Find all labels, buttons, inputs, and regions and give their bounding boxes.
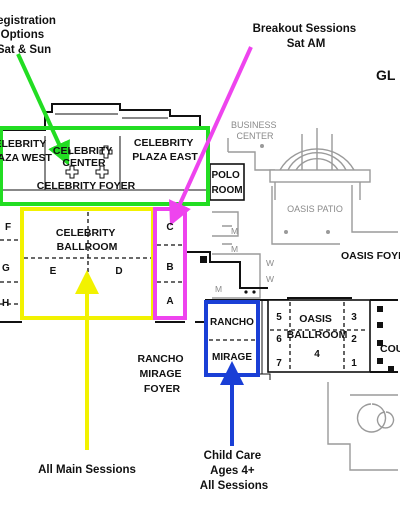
- svg-text:CELEBRITY PLAZA EAST: CELEBRITY PLAZA EAST: [132, 137, 198, 163]
- section-b: B: [166, 262, 173, 273]
- oasis-section-6: 6: [276, 334, 282, 345]
- plaza-east-line-2: PLAZA EAST: [132, 151, 198, 163]
- svg-text:Breakout Sessions Sat AM: Breakout Sessions Sat AM: [253, 23, 360, 50]
- registration-arrow: [16, 53, 70, 166]
- labels: GL Registration Options Sat & Sun Breako…: [0, 15, 400, 492]
- child-care-line-3: All Sessions: [200, 480, 268, 492]
- ballroom-line-2: BALLROOM: [57, 241, 118, 253]
- registration-line-2: Options: [1, 29, 44, 41]
- section-e: E: [50, 266, 57, 277]
- restroom-w-2: W: [266, 274, 274, 284]
- courtyard-pillars: [377, 306, 394, 372]
- registration-line-1: Registration: [0, 15, 56, 27]
- registration-line-3: Sat & Sun: [0, 44, 51, 56]
- restroom-m-2: M: [231, 244, 238, 254]
- celebrity-foyer-label: CELEBRITY FOYER: [37, 180, 136, 192]
- rancho-mirage-bottom-label: MIRAGE: [212, 352, 252, 363]
- business-line-1: BUSINESS: [231, 120, 277, 130]
- floor-walls: [0, 103, 398, 380]
- svg-text:CELEBRITY BALLROOM: CELEBRITY BALLROOM: [56, 227, 118, 253]
- oasis-courtyard-label: COU: [380, 343, 400, 355]
- foyer-line-2: MIRAGE: [140, 368, 182, 380]
- breakout-line-2: Sat AM: [287, 38, 326, 50]
- plaza-west-line-2: PLAZA WEST: [0, 152, 53, 164]
- section-f: F: [5, 222, 11, 233]
- foyer-line-3: FOYER: [144, 383, 181, 395]
- page-title-fragment: GL: [376, 67, 396, 83]
- restroom-m-1: M: [231, 226, 238, 236]
- plaza-east-line-1: CELEBRITY: [134, 137, 194, 149]
- oasis-section-7: 7: [276, 358, 282, 369]
- grey-structures: [212, 128, 398, 471]
- oasis-foyer-label: OASIS FOYER: [341, 250, 400, 262]
- polo-line-1: POLO: [211, 170, 240, 181]
- svg-text:RANCHO MIRAGE FOYE: RANCHO MIRAGE FOYER: [137, 353, 186, 395]
- plaza-center-line-1: CELEBRITY: [53, 145, 113, 157]
- restroom-m-3: M: [215, 284, 222, 294]
- plaza-center-line-2: CENTER: [62, 157, 106, 169]
- child-care-line-2: Ages 4+: [210, 465, 255, 477]
- oasis-section-1: 1: [351, 358, 357, 369]
- oasis-section-4: 4: [314, 349, 320, 360]
- svg-text:Child Care Ages 4+: Child Care Ages 4+ All Sessions: [200, 450, 268, 492]
- plaza-west-line-1: CELEBRITY: [0, 138, 46, 150]
- svg-text:BUSINESS CENTER: BUSINESS CENTER: [231, 120, 279, 141]
- breakout-arrow: [169, 46, 253, 226]
- polo-line-2: ROOM: [211, 185, 242, 196]
- svg-text:OASIS BALLROOM: OASIS BALLROOM: [287, 313, 348, 341]
- svg-text:Registration Options: Registration Options Sat & Sun: [0, 15, 59, 56]
- celebrity-plaza-highlight: [0, 126, 210, 206]
- oasis-ballroom-line-1: OASIS: [299, 313, 332, 325]
- rancho-mirage-room: [204, 300, 260, 377]
- breakout-line-1: Breakout Sessions: [253, 23, 357, 35]
- main-sessions-label: All Main Sessions: [38, 464, 136, 476]
- rancho-mirage-top-label: RANCHO: [210, 317, 254, 328]
- restroom-w-1: W: [266, 258, 274, 268]
- oasis-section-2: 2: [351, 334, 357, 345]
- oasis-patio-label: OASIS PATIO: [287, 204, 343, 214]
- oasis-section-3: 3: [351, 312, 357, 323]
- oasis-section-5: 5: [276, 312, 282, 323]
- child-care-line-1: Child Care: [204, 450, 262, 462]
- section-h: H: [2, 298, 9, 309]
- svg-text:CELEBRITY CENTER: CELEBRITY CENTER: [53, 145, 115, 169]
- ballroom-line-1: CELEBRITY: [56, 227, 116, 239]
- section-d: D: [115, 266, 122, 277]
- section-g: G: [2, 263, 10, 274]
- section-c: C: [166, 222, 173, 233]
- section-a: A: [166, 296, 173, 307]
- callout-arrows: [16, 46, 253, 450]
- svg-text:POLO ROOM: POLO ROOM: [211, 170, 242, 196]
- foyer-line-1: RANCHO: [137, 353, 183, 365]
- left-sections: [0, 239, 20, 305]
- business-line-2: CENTER: [236, 131, 274, 141]
- oasis-ballroom-line-2: BALLROOM: [287, 329, 348, 341]
- svg-text:CELEBRITY PLAZA WEST: CELEBRITY PLAZA WEST: [0, 138, 53, 164]
